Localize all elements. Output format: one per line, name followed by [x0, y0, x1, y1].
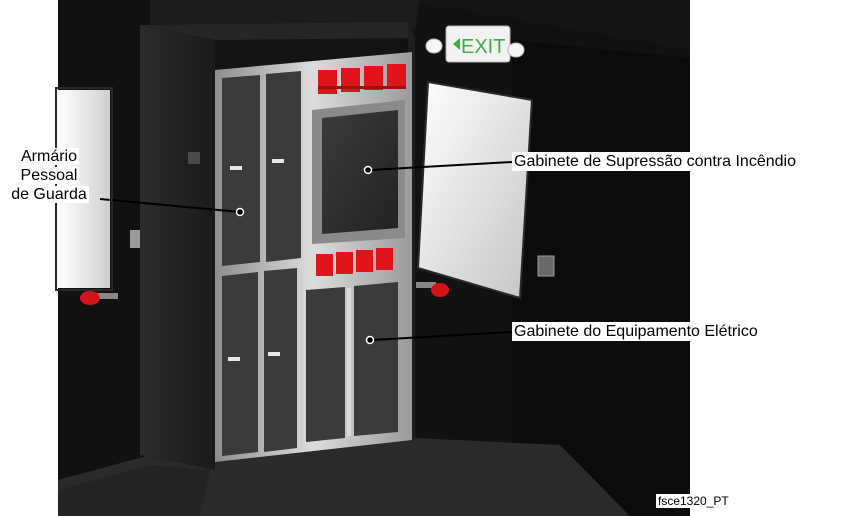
label-armario-line2: Pessoal: [18, 167, 80, 184]
exit-sign-text: EXIT: [461, 36, 505, 58]
label-armario-pessoal: Armário Pessoal de Guarda: [0, 147, 98, 204]
red-boxes-middle: [316, 248, 393, 276]
label-electrical-cabinet: Gabinete do Equipamento Elétrico: [512, 322, 760, 341]
leader-dots: [235, 165, 375, 345]
fire-suppression-cabinet: [312, 100, 405, 244]
electrical-equipment-cabinet: [306, 282, 398, 442]
right-window: [416, 80, 555, 300]
personal-locker-doors: [222, 71, 301, 456]
label-fire-suppression-cabinet: Gabinete de Supressão contra Incêndio: [512, 152, 798, 171]
red-boxes-top: [318, 64, 406, 94]
figure-id: fsce1320_PT: [656, 494, 731, 508]
label-armario-line1: Armário: [18, 148, 79, 165]
door-handle-right: [416, 282, 449, 297]
label-armario-line3: de Guarda: [9, 186, 89, 203]
leader-lines: [99, 161, 513, 341]
exit-sign: EXIT: [425, 25, 525, 63]
door-handle-left: [80, 291, 118, 305]
